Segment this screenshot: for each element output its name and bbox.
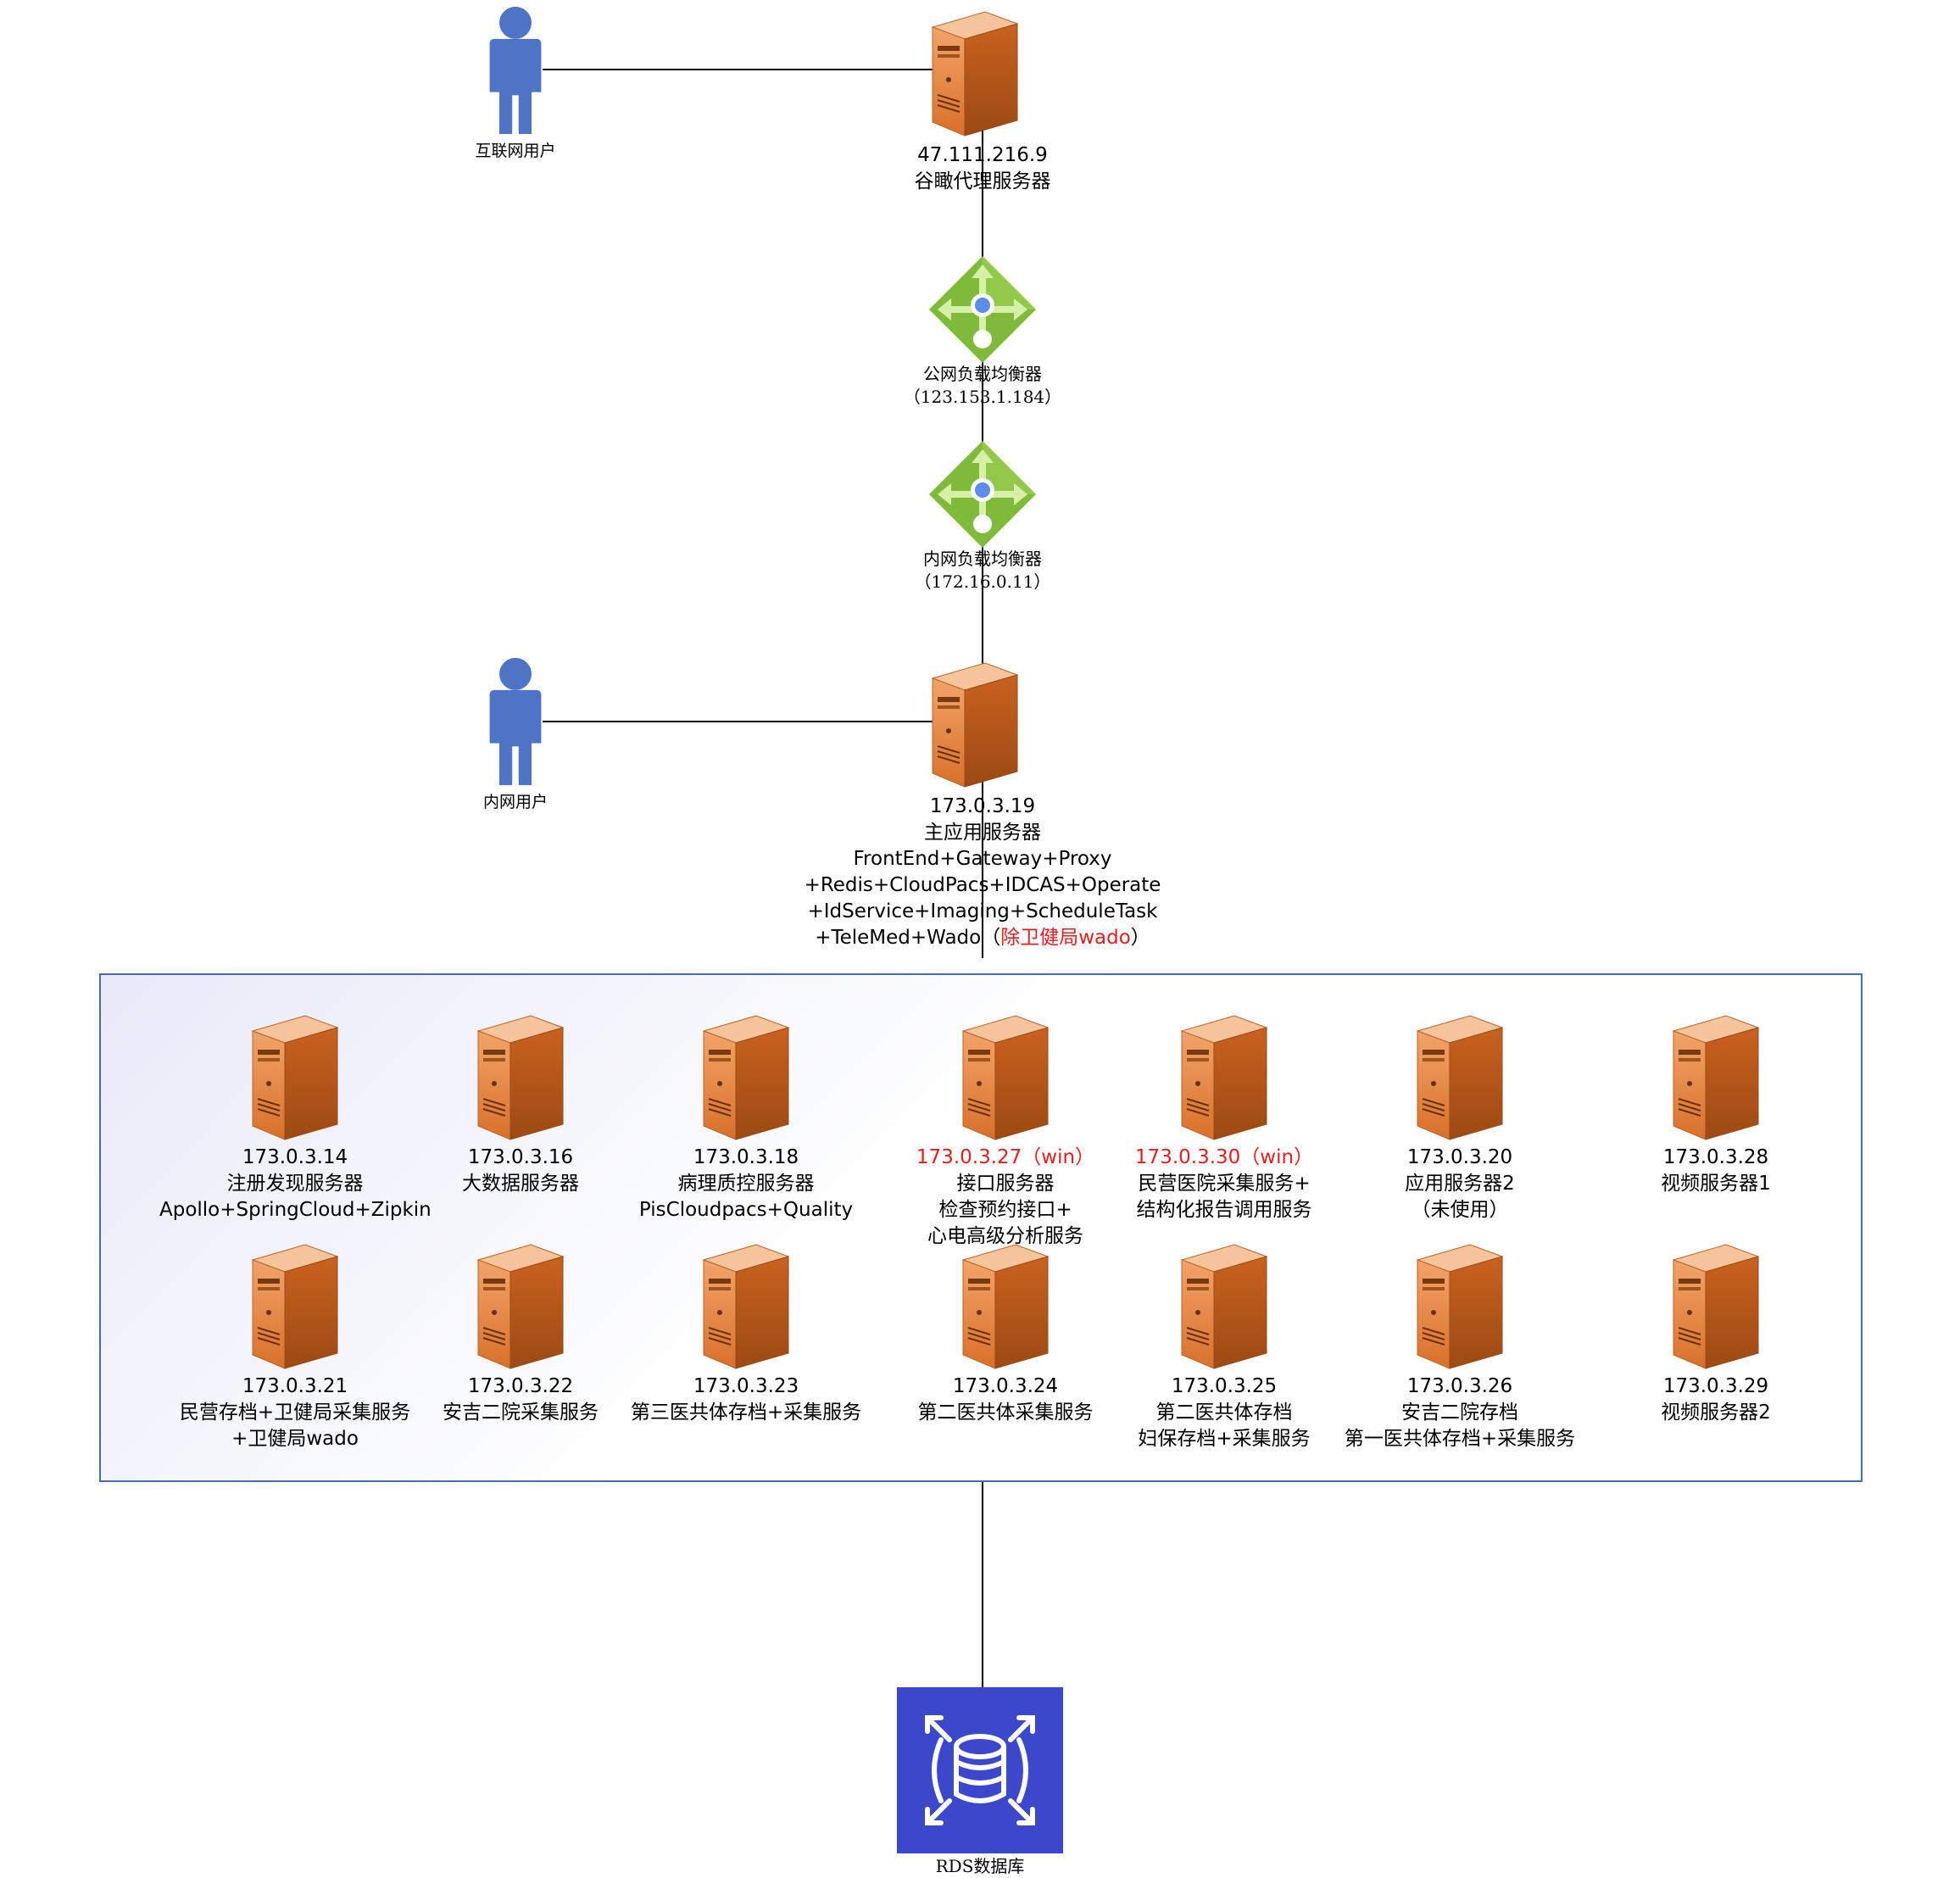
server-desc: 妇保存档+采集服务 [1138, 1428, 1311, 1451]
server-ip: 173.0.3.16 [467, 1146, 574, 1168]
server-desc: 民营医院采集服务+ [1138, 1173, 1311, 1195]
server-desc: Apollo+SpringCloud+Zipkin [159, 1199, 432, 1222]
main-server-services-3: +IdService+Imaging+ScheduleTask [807, 900, 1158, 923]
main-server-icon [924, 655, 1026, 790]
internal-lb-label: 内网负载均衡器 （172.16.0.11） [813, 548, 1152, 593]
public-lb-name: 公网负载均衡器 [923, 364, 1042, 384]
server-label: 173.0.3.16 大数据服务器 [385, 1145, 656, 1197]
server-ip: 173.0.3.29 [1662, 1375, 1769, 1397]
main-server-services-2: +Redis+CloudPacs+IDCAS+Operate [804, 874, 1161, 897]
proxy-server-icon [924, 3, 1026, 139]
server-ip: 173.0.3.27（win） [916, 1146, 1095, 1168]
server-desc: （未使用） [1411, 1199, 1509, 1222]
server-icon [1665, 1236, 1767, 1372]
intranet-user-icon [482, 656, 549, 785]
server-icon [1665, 1007, 1767, 1143]
server-icon [695, 1007, 797, 1143]
server-label: 173.0.3.26 安吉二院存档第一医共体存档+采集服务 [1324, 1374, 1595, 1452]
public-lb-label: 公网负载均衡器 （123.153.1.184） [813, 363, 1152, 409]
server-icon [1409, 1236, 1511, 1372]
server-desc: 民营存档+卫健局采集服务 [179, 1402, 411, 1424]
server-desc: 病理质控服务器 [677, 1173, 815, 1195]
server-icon [1173, 1236, 1275, 1372]
proxy-ip: 47.111.216.9 [917, 144, 1048, 166]
main-server-label: 173.0.3.19 主应用服务器 FrontEnd+Gateway+Proxy… [771, 794, 1194, 951]
server-desc: 视频服务器2 [1661, 1402, 1771, 1424]
server-desc: 视频服务器1 [1661, 1173, 1771, 1195]
server-label: 173.0.3.25 第二医共体存档妇保存档+采集服务 [1089, 1374, 1360, 1452]
server-ip: 173.0.3.25 [1171, 1375, 1278, 1397]
internal-lb-ip: （172.16.0.11） [914, 571, 1051, 592]
server-desc: 结构化报告调用服务 [1136, 1199, 1312, 1222]
server-ip: 173.0.3.22 [467, 1375, 574, 1397]
internal-lb-name: 内网负载均衡器 [923, 549, 1042, 569]
proxy-server-label: 47.111.216.9 谷瞰代理服务器 [813, 142, 1152, 195]
internal-load-balancer-icon [927, 439, 1038, 549]
server-ip: 173.0.3.18 [693, 1146, 799, 1168]
server-label: 173.0.3.23 第三医共体存档+采集服务 [610, 1374, 882, 1426]
rds-database-icon [897, 1687, 1063, 1853]
server-icon [470, 1236, 571, 1372]
server-desc: 大数据服务器 [462, 1173, 579, 1195]
link-cluster-db [982, 1482, 983, 1689]
server-ip: 173.0.3.23 [693, 1375, 799, 1397]
server-icon [955, 1007, 1056, 1143]
server-desc: +卫健局wado [231, 1428, 359, 1451]
database-icon [925, 1715, 1035, 1825]
server-ip: 173.0.3.24 [952, 1375, 1059, 1397]
server-icon [1173, 1007, 1275, 1143]
proxy-name: 谷瞰代理服务器 [914, 170, 1051, 193]
link-intranet-user-main [543, 721, 933, 722]
server-icon [955, 1236, 1056, 1372]
server-icon [1409, 1007, 1511, 1143]
main-server-name: 主应用服务器 [924, 822, 1041, 844]
server-ip: 173.0.3.14 [242, 1146, 348, 1168]
server-icon [244, 1007, 346, 1143]
server-desc: 心电高级分析服务 [927, 1225, 1083, 1248]
server-desc: 注册发现服务器 [226, 1173, 364, 1195]
server-desc: 安吉二院存档 [1401, 1402, 1518, 1424]
server-desc: PisCloudpacs+Quality [638, 1199, 854, 1222]
server-ip: 173.0.3.28 [1662, 1146, 1769, 1168]
server-desc: 第三医共体存档+采集服务 [630, 1402, 862, 1424]
server-ip: 173.0.3.30（win） [1134, 1146, 1314, 1168]
server-desc: 接口服务器 [956, 1173, 1055, 1195]
intranet-user-label: 内网用户 [482, 793, 548, 811]
link-internet-user-proxy [543, 69, 933, 70]
internet-user-label: 互联网用户 [475, 142, 556, 160]
main-server-ip: 173.0.3.19 [929, 795, 1036, 817]
server-desc: 第二医共体采集服务 [917, 1402, 1094, 1424]
server-icon [695, 1236, 797, 1372]
server-ip: 173.0.3.26 [1406, 1375, 1513, 1397]
server-label: 173.0.3.29 视频服务器2 [1580, 1374, 1851, 1426]
server-label: 173.0.3.14 注册发现服务器 Apollo+SpringCloud+Zipk… [159, 1145, 432, 1223]
main-server-services-4: +TeleMed+Wado（除卫健局wado） [815, 927, 1150, 950]
server-desc: 第二医共体存档 [1155, 1402, 1293, 1424]
server-label: 173.0.3.24 第二医共体采集服务 [870, 1374, 1141, 1426]
server-icon [470, 1007, 571, 1143]
server-label: 173.0.3.27（win） 接口服务器检查预约接口+ 心电高级分析服务 [870, 1145, 1141, 1250]
rds-database-label: RDS数据库 [935, 1856, 1025, 1876]
server-label: 173.0.3.20 应用服务器2 （未使用） [1324, 1145, 1595, 1223]
main-server-services-1: FrontEnd+Gateway+Proxy [853, 848, 1112, 871]
public-lb-ip: （123.153.1.184） [903, 387, 1062, 407]
server-desc: 应用服务器2 [1405, 1173, 1515, 1195]
server-ip: 173.0.3.21 [242, 1375, 348, 1397]
server-label: 173.0.3.18 病理质控服务器 PisCloudpacs+Quality [610, 1145, 882, 1223]
server-ip: 173.0.3.20 [1406, 1146, 1513, 1168]
server-label: 173.0.3.21 民营存档+卫健局采集服务 +卫健局wado [159, 1374, 431, 1452]
server-desc: 检查预约接口+ [938, 1199, 1072, 1222]
server-label: 173.0.3.22 安吉二院采集服务 [385, 1374, 656, 1426]
public-load-balancer-icon [927, 254, 1038, 365]
server-label: 173.0.3.28 视频服务器1 [1580, 1145, 1851, 1197]
server-desc: 第一医共体存档+采集服务 [1344, 1428, 1576, 1451]
server-desc: 安吉二院采集服务 [443, 1402, 599, 1424]
server-label: 173.0.3.30（win） 民营医院采集服务+ 结构化报告调用服务 [1089, 1145, 1360, 1223]
server-icon [244, 1236, 346, 1372]
internet-user-icon [482, 5, 549, 134]
